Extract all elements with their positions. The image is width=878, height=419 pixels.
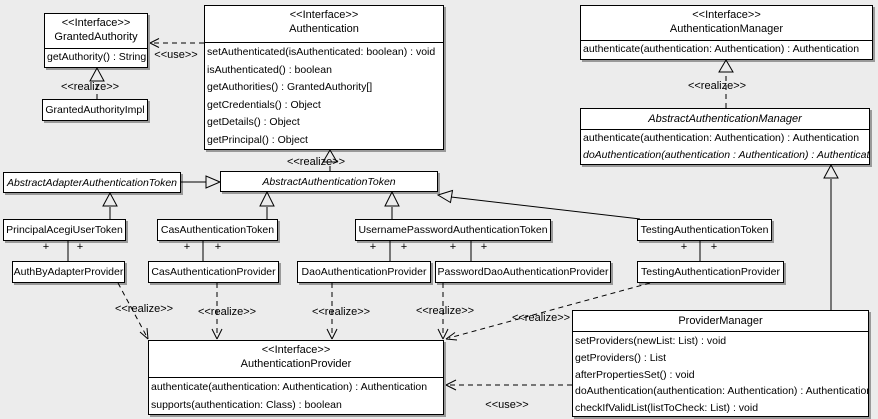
class-principal-acegi-user-token[interactable]: PrincipalAcegiUserToken bbox=[3, 219, 126, 241]
method-label: doAuthentication(authentication : Authen… bbox=[583, 149, 869, 161]
association-plus: + bbox=[400, 241, 408, 253]
realize-label: <<realize>> bbox=[511, 312, 571, 324]
association-plus: + bbox=[369, 241, 377, 253]
generalization-testing-token bbox=[436, 189, 641, 220]
class-name: AuthByAdapterProvider bbox=[13, 266, 124, 278]
method-label: authenticate(authentication: Authenticat… bbox=[151, 381, 428, 393]
method-label: authenticate(authentication: Authenticat… bbox=[583, 43, 860, 55]
class-testing-authentication-provider[interactable]: TestingAuthenticationProvider bbox=[637, 261, 784, 283]
class-abstract-adapter-authentication-token[interactable]: AbstractAdapterAuthenticationToken bbox=[3, 172, 181, 193]
class-abstract-authentication-token[interactable]: AbstractAuthenticationToken bbox=[220, 171, 438, 192]
stereotype-label: <<Interface>> bbox=[289, 9, 359, 21]
class-authentication[interactable]: <<Interface>> Authentication setAuthenti… bbox=[204, 5, 444, 150]
use-connector-authentication-grantedauthority bbox=[149, 38, 204, 48]
class-name: AbstractAuthenticationManager bbox=[581, 109, 869, 130]
realize-label: <<realize>> bbox=[114, 303, 174, 315]
use-connector-providermanager-authenticationprovider bbox=[445, 379, 572, 391]
generalization-cas-token bbox=[259, 190, 275, 219]
generalization-principal-token bbox=[102, 191, 118, 219]
class-cas-authentication-provider[interactable]: CasAuthenticationProvider bbox=[148, 261, 279, 283]
association-plus: + bbox=[183, 241, 191, 253]
class-name: CasAuthenticationToken bbox=[160, 224, 275, 236]
method-label: isAuthenticated() : boolean bbox=[207, 63, 332, 76]
method-label: checkIfValidList(listToCheck: List) : vo… bbox=[575, 402, 759, 415]
class-name: DaoAuthenticationProvider bbox=[301, 266, 427, 278]
class-authentication-manager[interactable]: <<Interface>> AuthenticationManager auth… bbox=[580, 5, 873, 60]
realize-label: <<realize>> bbox=[286, 156, 346, 168]
use-label: <<use>> bbox=[485, 399, 529, 411]
method-label: setProviders(newList: List) : void bbox=[575, 335, 727, 347]
class-granted-authority[interactable]: <<Interface>> GrantedAuthority getAuthor… bbox=[44, 13, 148, 68]
class-name: CasAuthenticationProvider bbox=[151, 266, 276, 278]
association-plus: + bbox=[42, 241, 50, 253]
class-name: GrantedAuthorityImpl bbox=[45, 104, 145, 116]
method-label: afterPropertiesSet() : void bbox=[575, 368, 695, 381]
realize-label: <<realize>> bbox=[415, 305, 475, 317]
association-plus: + bbox=[710, 241, 718, 253]
class-name: GrantedAuthority bbox=[54, 31, 138, 43]
method-label: getPrincipal() : Object bbox=[207, 133, 308, 146]
association-plus: + bbox=[214, 241, 222, 253]
realize-label: <<realize>> bbox=[197, 306, 257, 318]
method-label: getCredentials() : Object bbox=[207, 98, 321, 111]
class-name: AbstractAuthenticationToken bbox=[262, 175, 396, 188]
realize-label: <<realize>> bbox=[311, 306, 371, 318]
class-granted-authority-impl[interactable]: GrantedAuthorityImpl bbox=[42, 99, 148, 121]
realize-label: <<realize>> bbox=[60, 81, 120, 93]
generalization-usernamepassword-token bbox=[384, 190, 400, 219]
class-name: PasswordDaoAuthenticationProvider bbox=[437, 266, 609, 278]
realize-label: <<realize>> bbox=[687, 80, 747, 92]
class-abstract-authentication-manager[interactable]: AbstractAuthenticationManager authentica… bbox=[580, 108, 870, 165]
class-username-password-authentication-token[interactable]: UsernamePasswordAuthenticationToken bbox=[355, 219, 551, 241]
generalization-adapter-token bbox=[181, 175, 222, 189]
method-label: getDetails() : Object bbox=[207, 116, 300, 128]
class-name: PrincipalAcegiUserToken bbox=[6, 224, 123, 236]
class-authentication-provider[interactable]: <<Interface>> AuthenticationProvider aut… bbox=[148, 340, 444, 415]
association-plus: + bbox=[449, 241, 457, 253]
method-label: getProviders() : List bbox=[575, 351, 667, 364]
use-label: <<use>> bbox=[154, 49, 198, 61]
stereotype-label: <<Interface>> bbox=[261, 344, 331, 356]
class-name: AuthenticationManager bbox=[669, 23, 784, 35]
stereotype-label: <<Interface>> bbox=[692, 9, 761, 21]
method-label: setAuthenticated(isAuthenticated: boolea… bbox=[207, 46, 436, 58]
class-cas-authentication-token[interactable]: CasAuthenticationToken bbox=[157, 219, 278, 241]
class-dao-authentication-provider[interactable]: DaoAuthenticationProvider bbox=[297, 261, 431, 283]
class-auth-by-adapter-provider[interactable]: AuthByAdapterProvider bbox=[12, 261, 125, 283]
association-plus: + bbox=[680, 241, 688, 253]
method-label: authenticate(authentication: Authenticat… bbox=[583, 132, 860, 144]
class-testing-authentication-token[interactable]: TestingAuthenticationToken bbox=[637, 219, 772, 241]
class-name: TestingAuthenticationProvider bbox=[641, 266, 780, 278]
class-name: TestingAuthenticationToken bbox=[640, 224, 769, 236]
class-provider-manager[interactable]: ProviderManager setProviders(newList: Li… bbox=[572, 310, 869, 417]
method-label: getAuthorities() : GrantedAuthority[] bbox=[207, 81, 373, 93]
class-name: ProviderManager bbox=[573, 311, 868, 332]
class-name: Authentication bbox=[289, 23, 359, 35]
class-name: AuthenticationProvider bbox=[240, 358, 352, 370]
class-name: UsernamePasswordAuthenticationToken bbox=[358, 224, 548, 236]
method-label: getAuthority() : String bbox=[47, 51, 147, 63]
stereotype-label: <<Interface>> bbox=[61, 17, 131, 29]
association-plus: + bbox=[76, 241, 84, 253]
association-plus: + bbox=[480, 241, 488, 253]
generalization-providermanager bbox=[823, 163, 839, 310]
class-name: AbstractAdapterAuthenticationToken bbox=[6, 176, 178, 189]
method-label: doAuthentication(authentication: Authent… bbox=[575, 385, 868, 398]
method-label: supports(authentication: Class) : boolea… bbox=[151, 399, 342, 411]
class-password-dao-authentication-provider[interactable]: PasswordDaoAuthenticationProvider bbox=[435, 261, 611, 283]
